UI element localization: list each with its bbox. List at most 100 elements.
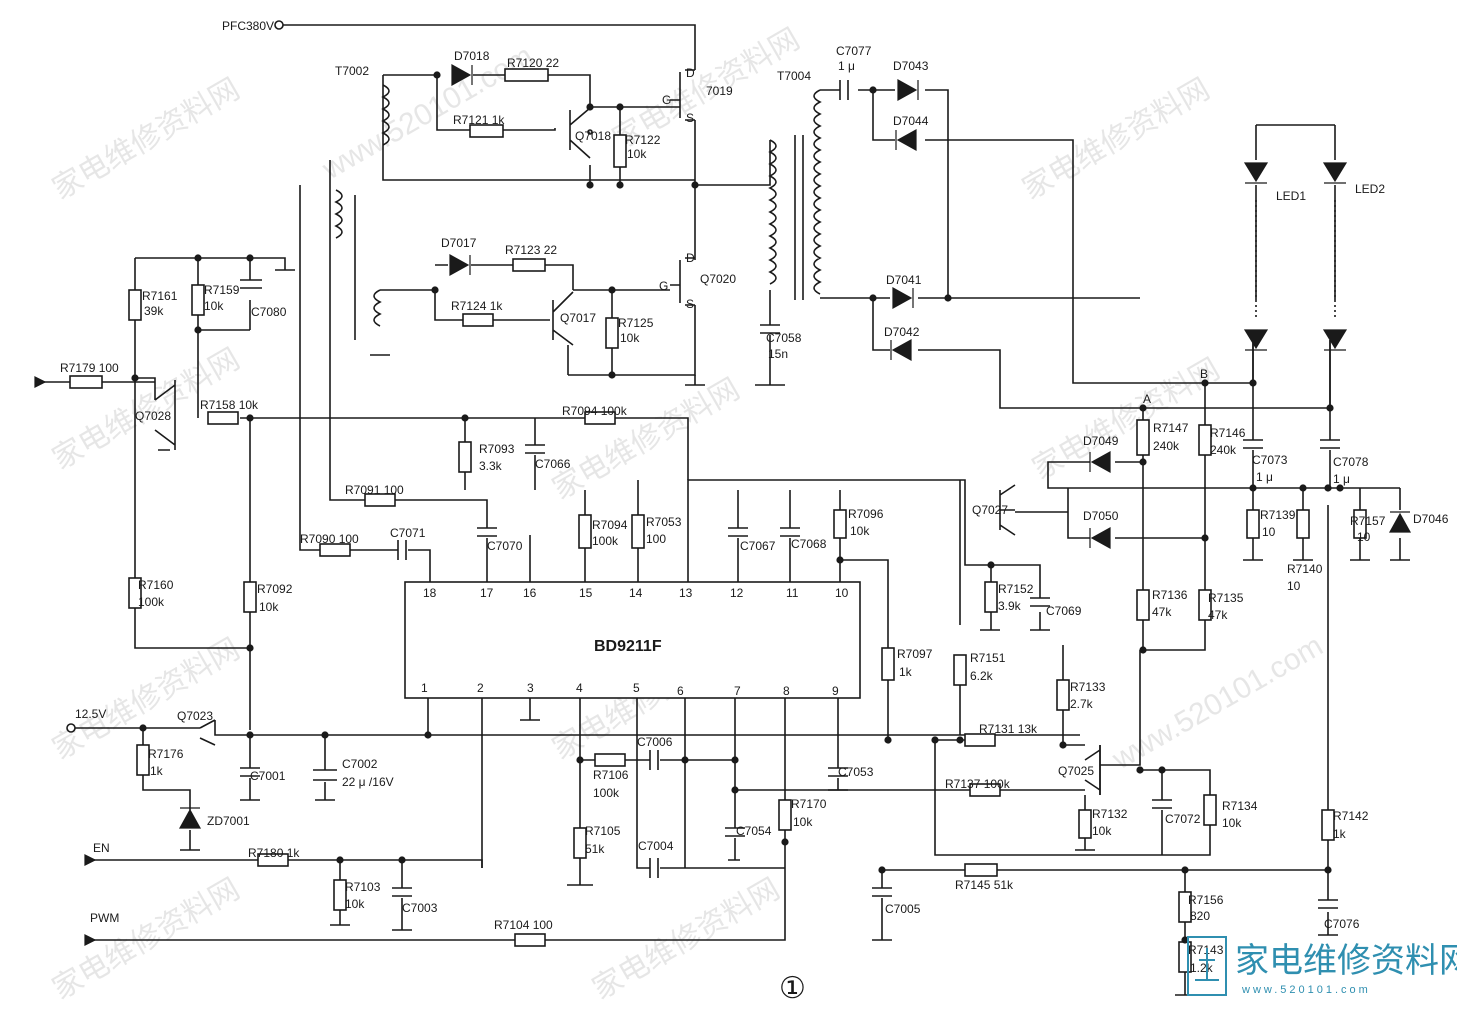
label-d7046: D7046 bbox=[1413, 512, 1449, 526]
label-c7072: C7072 bbox=[1165, 812, 1201, 826]
transformer-t7002-winding3 bbox=[373, 289, 382, 327]
label-r7096-val: 10k bbox=[850, 524, 870, 538]
label-r7106-val: 100k bbox=[593, 786, 620, 800]
label-r7121: R7121 1k bbox=[453, 113, 505, 127]
resistor-r7103 bbox=[333, 879, 347, 911]
ic-pin-label: 17 bbox=[480, 586, 494, 600]
label-r7124: R7124 1k bbox=[451, 299, 503, 313]
zener-zd7001 bbox=[178, 807, 202, 829]
capacitor-c7002 bbox=[313, 769, 337, 781]
resistor-r7147 bbox=[1136, 419, 1150, 456]
label-r7161: R7161 bbox=[142, 289, 178, 303]
label-c7071: C7071 bbox=[390, 526, 426, 540]
label-r7152-val: 3.9k bbox=[998, 599, 1022, 613]
wiring bbox=[40, 24, 1401, 995]
label-r7090: R7090 100 bbox=[300, 532, 359, 546]
capacitor-c7005 bbox=[872, 887, 892, 897]
resistor-r7121 bbox=[469, 124, 504, 138]
transistor-q7018 bbox=[587, 129, 593, 135]
label-r7160-val: 100k bbox=[138, 595, 165, 609]
label-d7049: D7049 bbox=[1083, 434, 1119, 448]
label-c7073: C7073 bbox=[1252, 453, 1288, 467]
label-r7151-val: 6.2k bbox=[970, 669, 994, 683]
label-r7157: R7157 bbox=[1350, 514, 1386, 528]
label-c7069: C7069 bbox=[1046, 604, 1082, 618]
ic-pin-label: 18 bbox=[423, 586, 437, 600]
capacitor-c7006 bbox=[649, 750, 659, 770]
label-r7097: R7097 bbox=[897, 647, 933, 661]
label-r7103: R7103 bbox=[345, 880, 381, 894]
resistor-r7132 bbox=[1078, 809, 1092, 839]
label-node-b: B bbox=[1200, 367, 1208, 381]
label-q7025: Q7025 bbox=[1058, 764, 1094, 778]
diode-d7042 bbox=[890, 338, 912, 362]
ic-pin-label: 11 bbox=[786, 586, 799, 600]
capacitor-c7001 bbox=[240, 767, 260, 777]
label-r7147: R7147 bbox=[1153, 421, 1189, 435]
label-r7170-val: 10k bbox=[793, 815, 813, 829]
resistor-r7159 bbox=[191, 284, 205, 316]
brand-icon-glyph bbox=[1195, 948, 1219, 981]
resistor-r7092 bbox=[243, 581, 257, 613]
label-c7005: C7005 bbox=[885, 902, 921, 916]
label-d7043: D7043 bbox=[893, 59, 929, 73]
ic-pin-label: 1 bbox=[421, 681, 428, 695]
label-q7017: Q7017 bbox=[560, 311, 596, 325]
label-r7139-val: 10 bbox=[1262, 525, 1276, 539]
resistor-r7053 bbox=[631, 514, 645, 549]
diode-d7041 bbox=[892, 286, 914, 310]
ic-pin-label: 6 bbox=[677, 684, 684, 698]
label-mosfet2-d: D bbox=[686, 251, 695, 265]
diode-d7044 bbox=[895, 128, 917, 152]
diode-d7049 bbox=[1089, 450, 1111, 474]
label-r7122-val: 10k bbox=[627, 147, 647, 161]
resistor-r7131 bbox=[964, 733, 996, 747]
label-d7017: D7017 bbox=[441, 236, 477, 250]
watermark-text: 家电维修资料网 bbox=[1027, 352, 1225, 486]
capacitor-c7066 bbox=[525, 444, 545, 454]
label-r7133: R7133 bbox=[1070, 680, 1106, 694]
label-r7176: R7176 bbox=[148, 747, 184, 761]
capacitor-c7068 bbox=[780, 527, 800, 537]
label-pfc380v: PFC380V bbox=[222, 19, 274, 33]
transformer-t7004-primary bbox=[768, 139, 777, 285]
label-t7002: T7002 bbox=[335, 64, 369, 78]
label-r7120: R7120 22 bbox=[507, 56, 559, 70]
resistor-r7106 bbox=[594, 753, 626, 767]
pfc-terminal bbox=[274, 20, 284, 30]
label-r7143: R7143 bbox=[1188, 943, 1224, 957]
label-r7139: R7139 bbox=[1260, 508, 1296, 522]
resistor-r7134 bbox=[1203, 794, 1217, 826]
label-r7159-val: 10k bbox=[204, 299, 224, 313]
transistor-q7018-body bbox=[569, 107, 591, 159]
watermark-text: 家电维修资料网 bbox=[547, 372, 745, 506]
label-c7070: C7070 bbox=[487, 539, 523, 553]
label-q7019: 7019 bbox=[706, 84, 733, 98]
resistor-r7176 bbox=[136, 744, 150, 776]
resistor-r7170 bbox=[778, 799, 792, 831]
capacitor-c7058 bbox=[760, 324, 780, 334]
label-q7027: Q7027 bbox=[972, 503, 1008, 517]
label-r7132: R7132 bbox=[1092, 807, 1128, 821]
label-r7094b-val: 100k bbox=[592, 534, 619, 548]
resistor-r7094a bbox=[584, 411, 616, 425]
label-r7170: R7170 bbox=[791, 797, 827, 811]
labels: PFC380V 12.5V EN PWM T7002 T7004 A B LED… bbox=[34, 19, 1449, 1005]
label-mosfet-d: D bbox=[686, 66, 695, 80]
label-c7003: C7003 bbox=[402, 901, 438, 915]
label-r7176-val: 1k bbox=[150, 764, 164, 778]
label-r7135: R7135 bbox=[1208, 591, 1244, 605]
resistor-r7151 bbox=[953, 654, 967, 686]
label-r7094b: R7094 bbox=[592, 518, 628, 532]
label-c7054: C7054 bbox=[736, 824, 772, 838]
label-c7002: C7002 bbox=[342, 757, 378, 771]
label-c7078: C7078 bbox=[1333, 455, 1369, 469]
resistor-r7096 bbox=[833, 509, 847, 539]
resistor-r7180 bbox=[257, 853, 289, 867]
label-r7146-val: 240k bbox=[1210, 443, 1237, 457]
label-r7103-val: 10k bbox=[345, 897, 365, 911]
label-12v5: 12.5V bbox=[75, 707, 106, 721]
led-1-bottom bbox=[1243, 329, 1269, 351]
label-d7044: D7044 bbox=[893, 114, 929, 128]
label-mosfet-g: G bbox=[662, 93, 671, 107]
